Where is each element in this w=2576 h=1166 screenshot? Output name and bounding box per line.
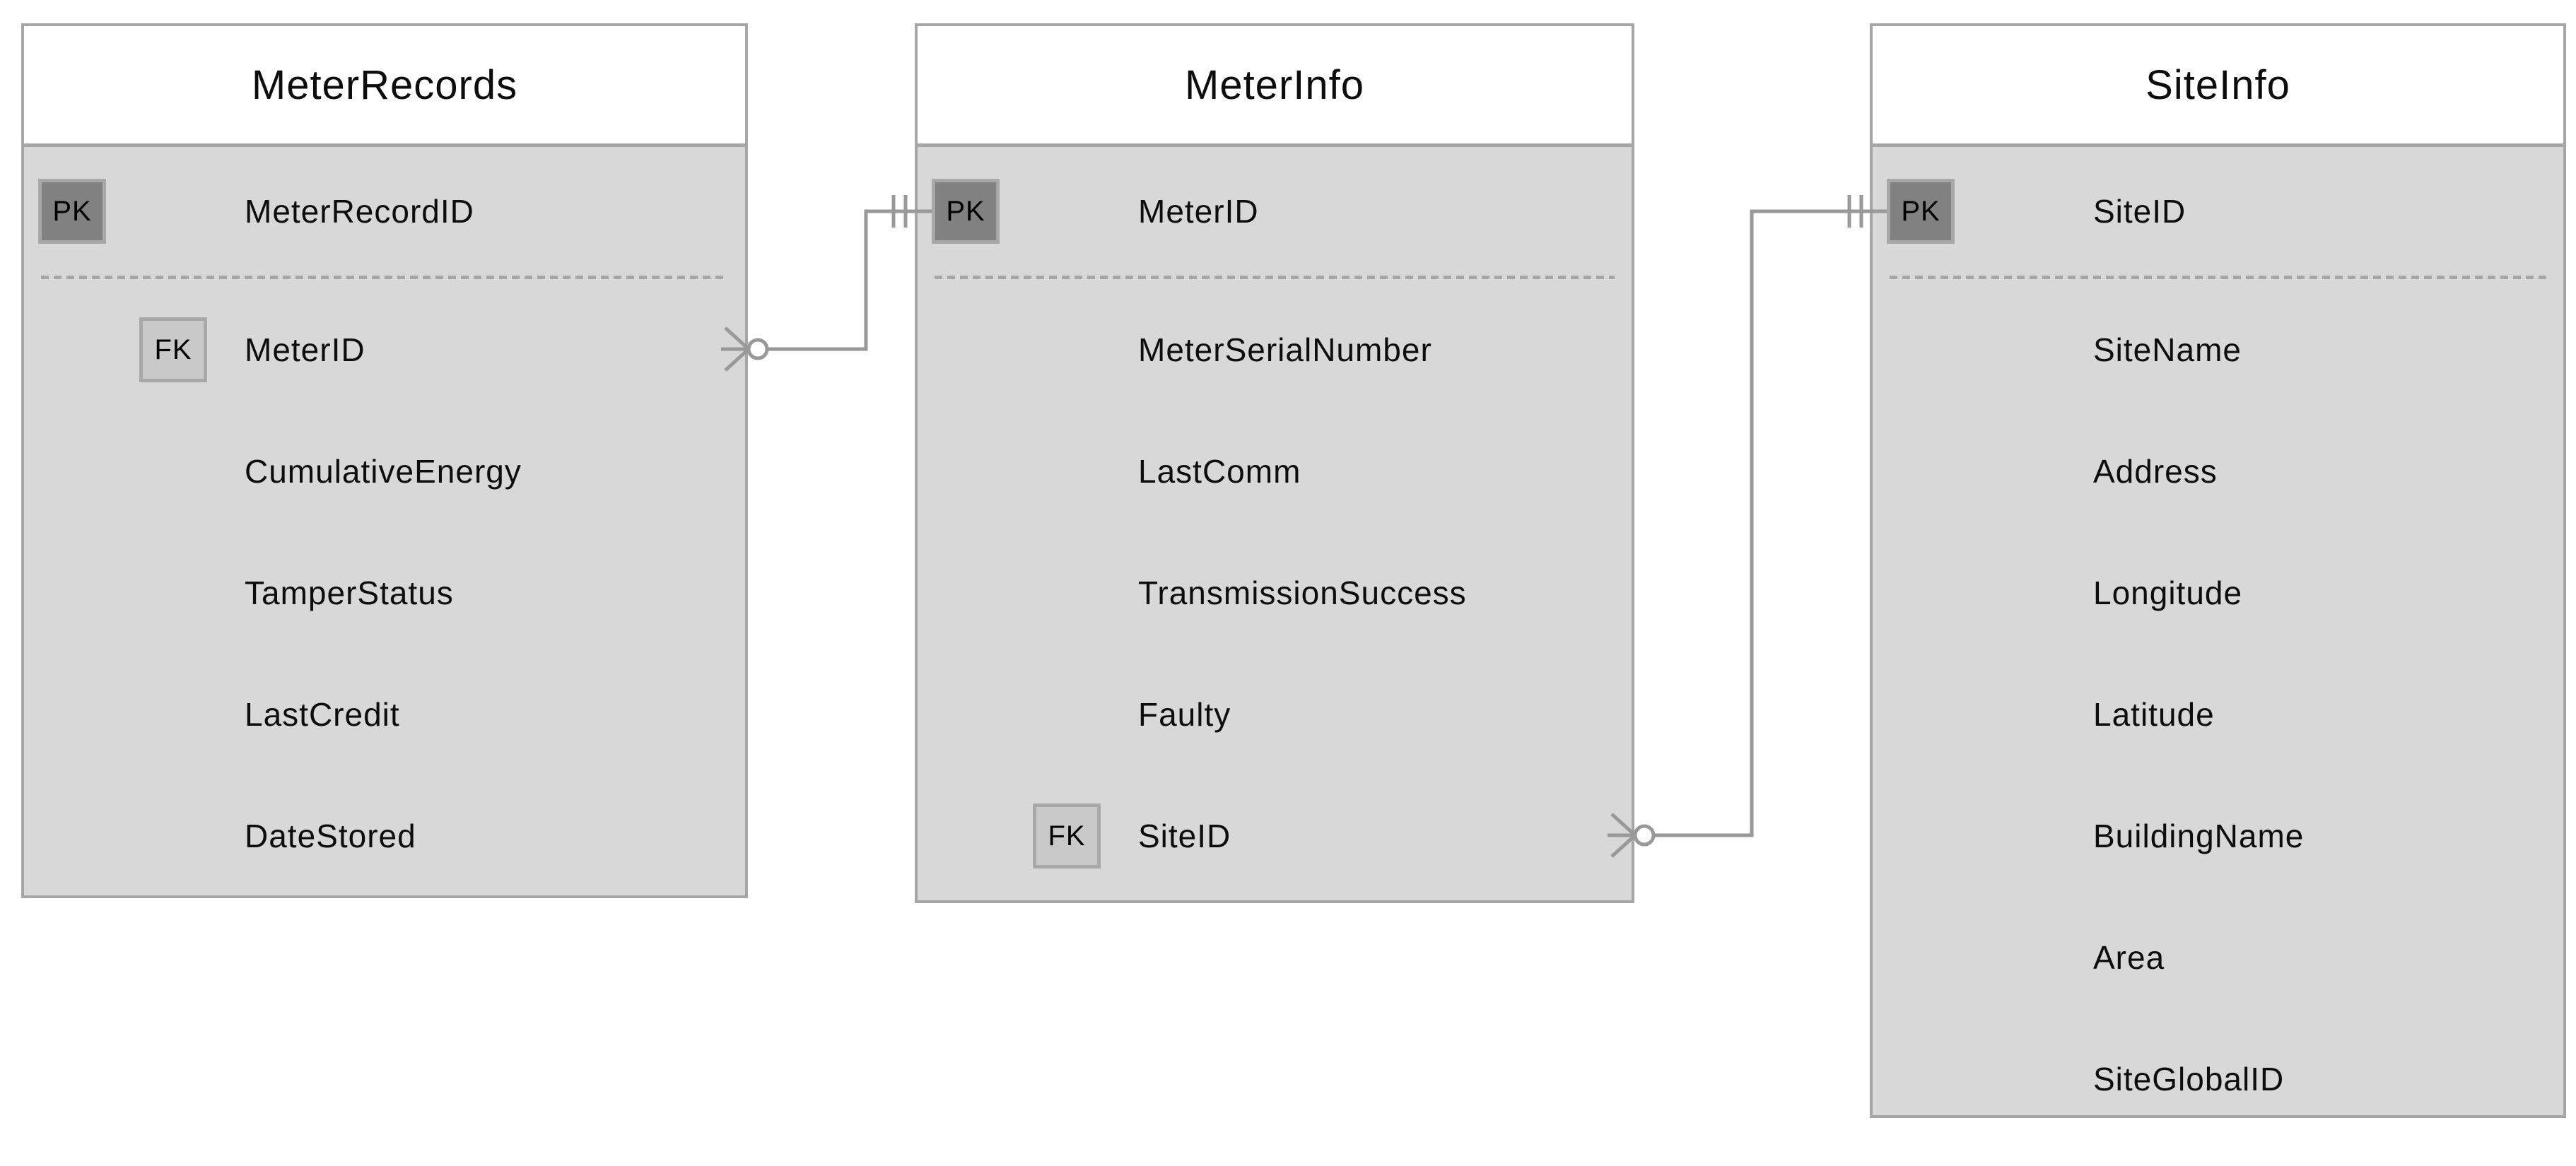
fk-badge: FK — [139, 317, 207, 382]
column-name: Faulty — [1138, 696, 1231, 733]
pk-badge: PK — [932, 179, 1000, 244]
column-name: CumulativeEnergy — [245, 453, 522, 490]
entity-table-meterrecords[interactable]: MeterRecords PK MeterRecordID FK MeterID… — [21, 23, 748, 898]
column-name: TamperStatus — [245, 575, 454, 611]
connector-line — [1653, 209, 1887, 837]
zero-circle-icon — [1633, 824, 1656, 847]
entity-table-meterinfo[interactable]: MeterInfo PK MeterID MeterSerialNumber L… — [915, 23, 1634, 903]
column-row: CumulativeEnergy — [24, 411, 745, 532]
column-name: Longitude — [2093, 575, 2243, 611]
connector-meterrecords-meterinfo[interactable] — [721, 195, 932, 372]
column-name: MeterRecordID — [245, 193, 474, 230]
table-header: SiteInfo — [1873, 26, 2563, 147]
pk-badge: PK — [38, 179, 106, 244]
zero-circle-icon — [747, 338, 769, 360]
column-row: DateStored — [24, 775, 745, 895]
pk-separator-divider — [1890, 276, 2546, 279]
fk-badge: FK — [1033, 803, 1101, 868]
connector-line — [767, 209, 932, 351]
pk-badge: PK — [1887, 179, 1955, 244]
column-name: TransmissionSuccess — [1138, 575, 1467, 611]
column-name: SiteGlobalID — [2093, 1061, 2285, 1097]
column-name: MeterID — [1138, 193, 1259, 230]
column-row: MeterSerialNumber — [918, 289, 1632, 411]
column-row: Area — [1873, 897, 2563, 1018]
column-row: SiteName — [1873, 289, 2563, 411]
table-body: PK MeterID MeterSerialNumber LastComm Tr… — [918, 147, 1632, 897]
column-row: FK SiteID — [918, 775, 1632, 897]
column-name: Latitude — [2093, 696, 2215, 733]
column-row: Faulty — [918, 654, 1632, 775]
column-row: Address — [1873, 411, 2563, 532]
column-row: SiteGlobalID — [1873, 1018, 2563, 1115]
connector-meterinfo-siteinfo[interactable] — [1608, 195, 1887, 858]
column-row: FK MeterID — [24, 289, 745, 411]
column-row: TamperStatus — [24, 532, 745, 654]
column-row-pk: PK MeterRecordID — [24, 147, 745, 276]
entity-table-siteinfo[interactable]: SiteInfo PK SiteID SiteName Address Long… — [1870, 23, 2566, 1118]
column-name: LastComm — [1138, 453, 1301, 490]
pk-separator-divider — [935, 276, 1615, 279]
column-name: SiteID — [2093, 193, 2186, 230]
one-tick-marks-icon — [891, 195, 908, 228]
table-header: MeterRecords — [24, 26, 745, 147]
column-row: Latitude — [1873, 654, 2563, 775]
table-title: MeterRecords — [251, 61, 518, 108]
pk-separator-divider — [41, 276, 728, 279]
column-name: BuildingName — [2093, 818, 2305, 854]
table-title: SiteInfo — [2145, 61, 2290, 108]
table-body: PK SiteID SiteName Address Longitude Lat… — [1873, 147, 2563, 1115]
column-name: MeterSerialNumber — [1138, 331, 1432, 368]
column-name: Area — [2093, 939, 2165, 976]
column-row: Longitude — [1873, 532, 2563, 654]
table-header: MeterInfo — [918, 26, 1632, 147]
column-row: LastCredit — [24, 654, 745, 775]
column-name: Address — [2093, 453, 2218, 490]
column-name: MeterID — [245, 331, 365, 368]
column-row-pk: PK SiteID — [1873, 147, 2563, 276]
column-name: LastCredit — [245, 696, 400, 733]
column-row: BuildingName — [1873, 775, 2563, 897]
column-row: LastComm — [918, 411, 1632, 532]
table-title: MeterInfo — [1185, 61, 1364, 108]
column-name: DateStored — [245, 818, 416, 854]
column-name: SiteID — [1138, 818, 1231, 854]
column-row: TransmissionSuccess — [918, 532, 1632, 654]
table-body: PK MeterRecordID FK MeterID CumulativeEn… — [24, 147, 745, 895]
one-tick-marks-icon — [1847, 195, 1863, 228]
column-row-pk: PK MeterID — [918, 147, 1632, 276]
column-name: SiteName — [2093, 331, 2242, 368]
